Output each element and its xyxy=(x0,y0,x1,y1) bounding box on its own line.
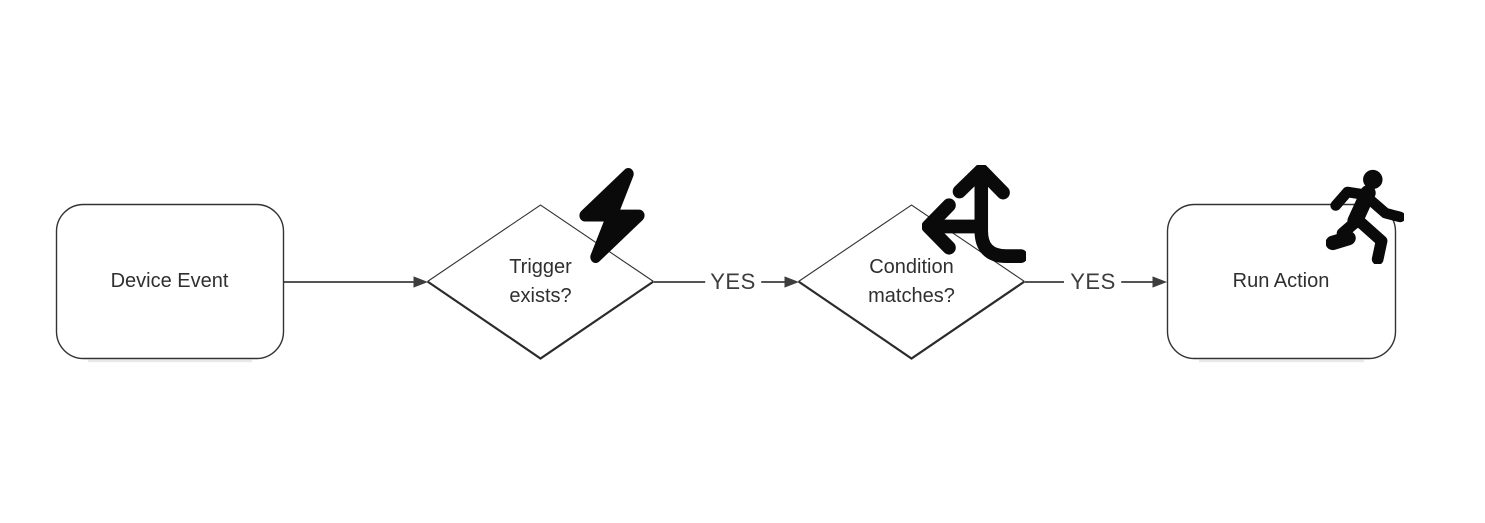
edge-trigger-to-condition-arrowhead xyxy=(784,276,799,288)
edge-condition-to-action-arrowhead xyxy=(1152,276,1167,288)
node-run-action xyxy=(1166,203,1397,360)
node-trigger-exists-top-edges xyxy=(427,204,654,282)
edge-device-to-trigger-arrowhead xyxy=(413,276,428,288)
node-condition-matches-top-edges xyxy=(798,204,1025,282)
node-trigger-exists-bottom-edges xyxy=(426,280,655,360)
node-condition-matches-bottom-edges xyxy=(797,280,1026,360)
node-device-event xyxy=(55,203,285,360)
